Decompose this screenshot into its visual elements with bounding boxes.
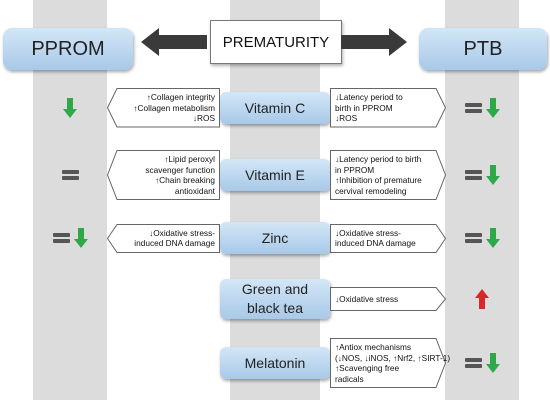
note-line: ↑Chain breaking [155,175,215,185]
nutrient-green-and-black-tea-label-line: Green and [241,281,309,297]
ptb-vitamin-e-down-arrow-icon [485,165,500,190]
nutrient-melatonin: Melatonin [220,347,330,379]
pprom-note-vitamin-c: ↑Collagen integrity↑Collagen metabolism↓… [107,88,220,128]
pprom-vitamin-c-down-arrow-icon [63,98,77,123]
ptb-zinc-down-arrow-icon [485,228,500,253]
ptb-green-and-black-tea-up-arrow-icon [475,289,489,314]
arrow-left-icon [141,28,207,56]
nutrient-zinc: Zinc [220,222,330,254]
nutrient-green-and-black-tea: Green and black tea [220,279,330,319]
note-line: ↓Oxidative stress- [335,227,401,238]
nutrient-vitamin-c: Vitamin C [220,92,330,124]
note-line: ↓Latency period to [335,92,403,103]
note-line: ↓Oxidative stress- [149,227,215,238]
pprom-header: PPROM [3,28,133,70]
note-line: ↓ROS [192,113,215,124]
ptb-note-melatonin: ↑Antiox mechanisms(↓NOS, ↓iNOS, ↑Nrf2, ↑… [330,338,450,388]
note-line: ↑Lipid peroxyl [164,154,215,164]
nutrient-green-and-black-tea-label-line: black tea [246,300,304,316]
note-line: ↓ROS [335,113,358,124]
ptb-melatonin-equal-icon [464,358,482,368]
ptb-melatonin-down-arrow-icon [485,353,500,378]
pprom-note-zinc: ↓Oxidative stress-induced DNA damage [107,223,220,253]
note-line: scavenger function [145,164,215,175]
note-line: ↓Oxidative stress [335,293,399,304]
pprom-vitamin-e-equal-icon [61,170,79,180]
note-line: ↑Scavenging free [335,363,400,373]
ptb-header: PTB [419,28,547,70]
ptb-vitamin-e-equal-icon [464,170,482,180]
nutrient-vitamin-e: Vitamin E [220,159,330,191]
prematurity-title: PREMATURITY [210,20,342,64]
ptb-note-zinc: ↓Oxidative stress-induced DNA damage [330,223,446,253]
note-line: ↑Collagen metabolism [133,102,215,113]
note-line: induced DNA damage [335,238,416,248]
note-line: antioxidant [174,185,215,196]
note-line: induced DNA damage [134,238,215,248]
note-line: ↓Latency period to birth [335,154,422,164]
arrow-right-icon [341,28,407,56]
note-line: (↓NOS, ↓iNOS, ↑Nrf2, ↑SIRT-1) [335,352,451,363]
ptb-vitamin-c-equal-icon [464,103,482,113]
note-line: ↑Collagen integrity [146,92,215,103]
ptb-vitamin-c-down-arrow-icon [485,98,500,123]
pprom-zinc-equal-icon [52,233,70,243]
note-line: in PPROM [335,164,375,175]
note-line: cervival remodeling [335,185,407,196]
note-line: birth in PPROM [335,102,393,113]
nutrient-column [230,0,320,400]
note-line: ↑Antiox mechanisms [335,342,412,352]
ptb-zinc-equal-icon [464,233,482,243]
pprom-zinc-down-arrow-icon [73,228,88,253]
note-line: radicals [335,373,364,384]
note-line: ↑Inhibition of premature [335,175,422,185]
ptb-note-green-and-black-tea: ↓Oxidative stress [330,287,446,311]
